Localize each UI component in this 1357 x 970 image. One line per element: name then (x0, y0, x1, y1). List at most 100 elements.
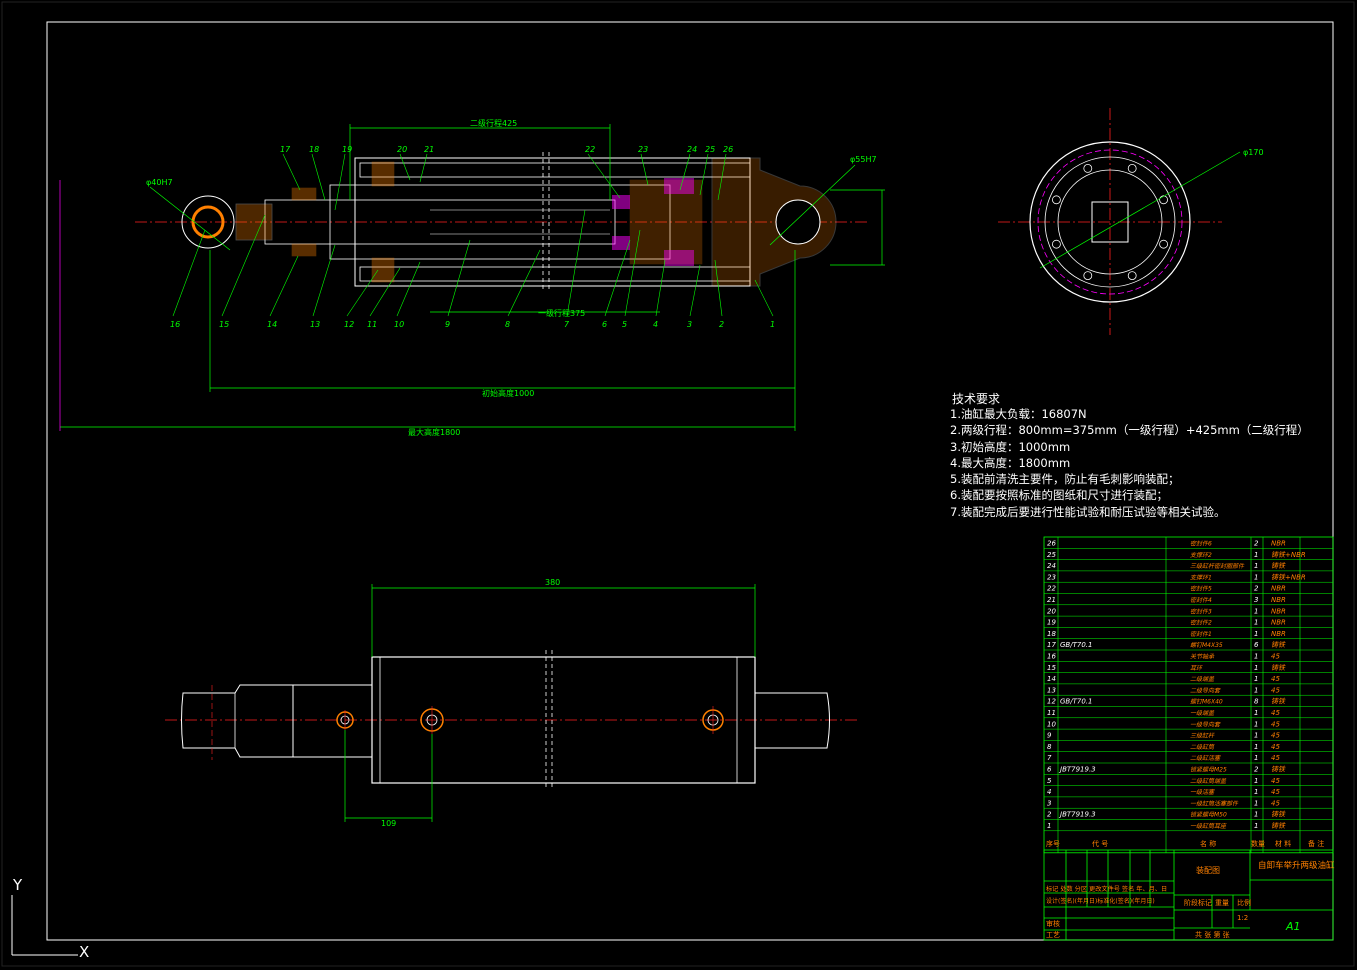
mark-row: 标记 处数 分区 更改文件号 签名 年、月、日 (1046, 885, 1167, 893)
bom-header-name: 名 称 (1200, 839, 1216, 848)
bom-cell-name: 二级导向套 (1190, 686, 1221, 694)
bom-cell-name: 锁紧螺母M25 (1190, 766, 1227, 774)
process-label: 工艺 (1046, 931, 1060, 939)
piston-block (629, 179, 703, 265)
callout-leader (714, 259, 723, 317)
bom-cell-material: NBR (1271, 619, 1286, 627)
second-stage-tube (329, 184, 671, 260)
seal-right-top (664, 178, 694, 194)
bom-cell-name: 支撑环2 (1190, 551, 1212, 559)
bom-cell-material: 45 (1271, 799, 1280, 807)
bom-cell-qty: 1 (1254, 743, 1258, 751)
callout-bottom-label: 16 (170, 320, 180, 329)
front-eye-bearing (191, 205, 225, 239)
callout-top-label: 24 (687, 145, 697, 154)
bom-cell-material: 45 (1271, 720, 1280, 728)
dim-dia170-leader (1039, 151, 1241, 269)
dim-stroke2: 二级行程425 (470, 118, 517, 128)
dim-109: 109 (381, 819, 396, 828)
end-view-outer (1029, 141, 1191, 303)
bom-cell-material: NBR (1271, 630, 1286, 638)
bom-cell-no: 4 (1047, 788, 1051, 796)
barrel-wall-bottom (359, 266, 751, 282)
bom-cell-name: 一级导向套 (1190, 720, 1221, 728)
callout-bottom-label: 2 (719, 320, 724, 329)
bom-cell-qty: 1 (1254, 799, 1258, 807)
callout-top-label: 18 (309, 145, 319, 154)
bolt-hole (1083, 163, 1093, 173)
bom-cell-no: 17 (1047, 641, 1056, 649)
bom-cell-material: 铸铁+NBR (1271, 551, 1306, 559)
bom-cell-no: 25 (1047, 551, 1056, 559)
callout-bottom-label: 12 (344, 320, 354, 329)
bom-cell-material: 45 (1271, 709, 1280, 717)
callout-leader (419, 153, 428, 183)
title-block (1043, 849, 1334, 941)
bom-cell-qty: 1 (1254, 754, 1258, 762)
callout-top-label: 19 (342, 145, 352, 154)
bom-cell-no: 26 (1047, 540, 1056, 548)
bolt-hole (1083, 271, 1093, 281)
seal-right-bottom (664, 250, 694, 266)
bom-cell-qty: 1 (1254, 788, 1258, 796)
callout-bottom-label: 10 (394, 320, 404, 329)
bom-cell-qty: 1 (1254, 630, 1258, 638)
bom-cell-qty: 1 (1254, 619, 1258, 627)
dim-380: 380 (545, 578, 560, 587)
callout-leader (172, 229, 206, 317)
tech-requirement-item: 7.装配完成后要进行性能试验和耐压试验等相关试验。 (950, 504, 1226, 519)
callout-leader (679, 153, 691, 191)
bom-header-no: 序号 (1046, 839, 1060, 848)
callout-leader (624, 229, 641, 317)
bom-cell-material: 45 (1271, 686, 1280, 694)
bom-cell-qty: 1 (1254, 675, 1258, 683)
tech-requirement-item: 5.装配前清洗主要件，防止有毛刺影响装配； (950, 472, 1180, 487)
bom-cell-no: 23 (1047, 573, 1056, 581)
front-eye-block (181, 684, 294, 758)
bom-cell-qty: 1 (1254, 653, 1258, 661)
bom-cell-no: 1 (1047, 822, 1051, 830)
bolt-holes (1052, 163, 1168, 281)
callout-top-label: 20 (397, 145, 407, 154)
bom-cell-qty: 6 (1254, 641, 1259, 649)
bom-cell-no: 12 (1047, 698, 1056, 706)
bom-cell-material: 45 (1271, 788, 1280, 796)
end-cap-left-bottom (371, 257, 395, 283)
callout-bottom-label: 4 (653, 320, 658, 329)
title-block-text: 自卸车举升两级油缸 装配图 标记 处数 分区 更改文件号 签名 年、月、日 设计… (1046, 860, 1335, 939)
eye-neck (235, 203, 273, 241)
dim-max-height: 最大高度1800 (408, 427, 460, 437)
bom-cell-material: 45 (1271, 743, 1280, 751)
bom-cell-qty: 2 (1254, 766, 1259, 774)
front-eye (181, 195, 235, 249)
bom-cell-no: 24 (1047, 562, 1056, 570)
callout-leader (369, 267, 401, 317)
bom-cell-material: NBR (1271, 596, 1286, 604)
ratio-label: 比例 (1237, 898, 1251, 907)
bom-cell-no: 20 (1047, 607, 1056, 615)
bom-cell-name: 耳环 (1190, 665, 1203, 672)
callout-leader (282, 153, 301, 191)
seal-top (612, 195, 630, 209)
bom-cell-no: 8 (1047, 743, 1052, 751)
bom-cell-no: 13 (1047, 686, 1056, 694)
bom-cell-name: 关节轴承 (1190, 653, 1215, 661)
dim-dia170: φ170 (1243, 148, 1264, 157)
piston-rod (264, 199, 616, 245)
bom-cell-no: 16 (1047, 653, 1056, 661)
bom-cell-name: 一级缸筒活塞部件 (1190, 799, 1239, 807)
dim-stroke1: 一级行程375 (538, 308, 585, 318)
bom-cell-no: 22 (1047, 585, 1056, 593)
bom-cell-qty: 1 (1254, 709, 1258, 717)
bom-cell-no: 5 (1047, 777, 1052, 785)
ucs-x-label: X (79, 943, 89, 961)
callout-leaders (172, 153, 774, 317)
sheets-label: 共 张 第 张 (1195, 930, 1230, 939)
bom-cell-qty: 1 (1254, 811, 1258, 819)
callout-leader (699, 153, 709, 196)
bom-cell-no: 14 (1047, 675, 1056, 683)
callout-leader (346, 269, 379, 317)
bom-cell-material: 45 (1271, 732, 1280, 740)
